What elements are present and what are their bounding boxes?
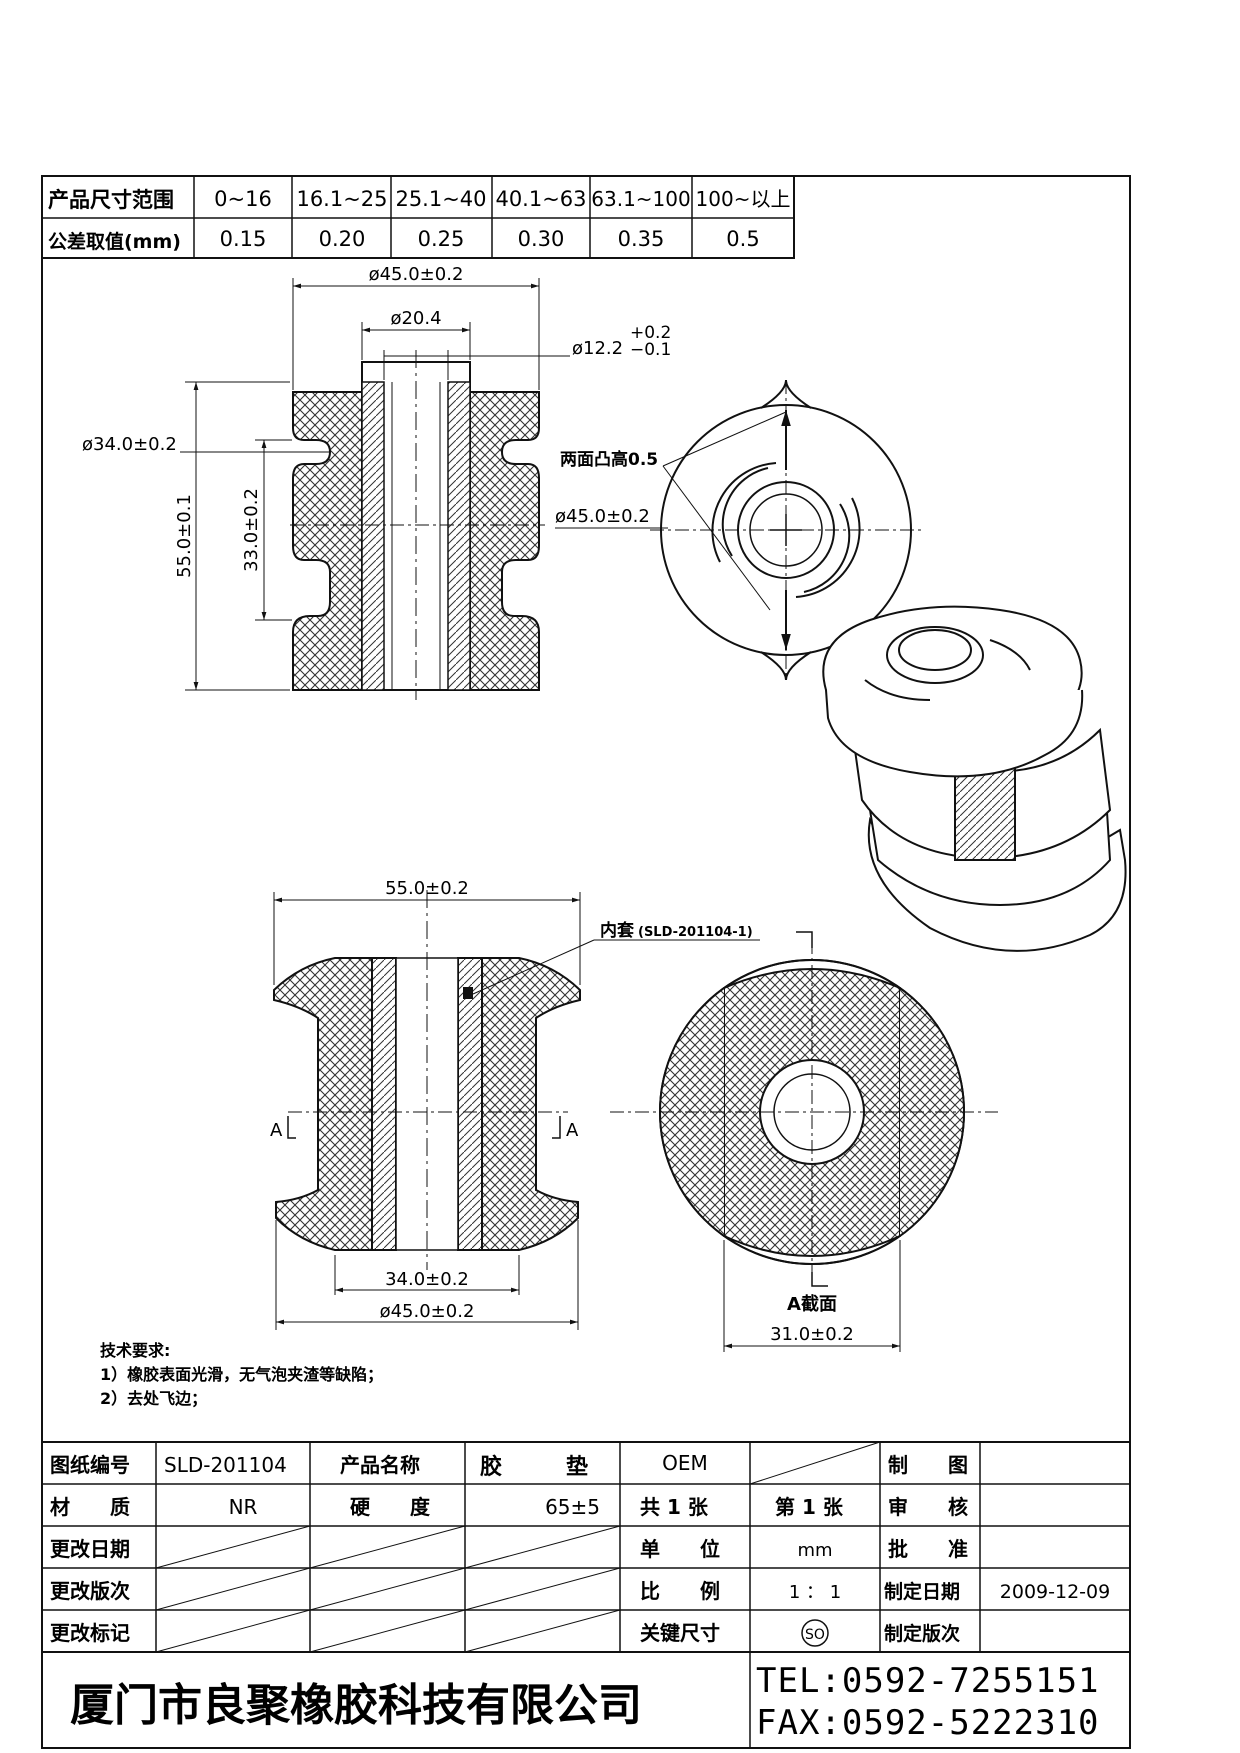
section-dim-groove: 34.0±0.2 [385,1269,469,1290]
end-note-boss: 两面凸高0.5 [560,449,658,470]
key-dim-symbol-circle [801,1619,829,1647]
section-inner-sleeve-code: (SLD-201104-1) [638,925,753,940]
section-dim-outer: ø45.0±0.2 [380,1301,475,1322]
tb-material: NR [229,1495,258,1519]
a-section-title: A截面 [787,1293,837,1315]
tb-unit-label: 单 位 [640,1537,720,1561]
tolerance-range-0: 0~16 [214,187,272,211]
side-dim-outer: ø45.0±0.2 [369,264,464,285]
tb-issue-date: 2009-12-09 [1000,1581,1110,1603]
tb-total-sheets: 共 1 张 [640,1495,709,1519]
tb-key-dim-symbol: SO [805,1627,825,1643]
section-dim-length: 55.0±0.2 [385,878,469,899]
tb-unit: mm [797,1540,832,1561]
tolerance-range-3: 40.1~63 [495,187,586,211]
end-view: 两面凸高0.5 ø45.0±0.2 [555,379,925,681]
tb-approve-label: 批 准 [888,1537,968,1561]
tb-sheet-no: 第 1 张 [775,1495,844,1519]
tb-hardness: 65±5 [545,1495,600,1519]
tech-notes: 技术要求: 1）橡胶表面光滑，无气泡夹渣等缺陷； 2）去处飞边； [100,1341,383,1408]
isometric-view [822,605,1127,952]
side-dim-bore: ø12.2 [572,338,623,359]
tb-material-label: 材 质 [50,1495,130,1519]
tb-product-name-2: 垫 [566,1454,588,1480]
tb-oem: OEM [662,1451,708,1475]
tb-change-date-label: 更改日期 [50,1537,130,1561]
tb-made-by-label: 制 图 [888,1453,968,1477]
tb-key-dim-label: 关键尺寸 [640,1621,720,1645]
tb-company: 厦门市良聚橡胶科技有限公司 [70,1680,642,1731]
tb-drawing-no-label: 图纸编号 [50,1453,130,1477]
side-dim-height: 55.0±0.1 [174,494,195,578]
tb-drawing-no: SLD-201104 [164,1453,287,1477]
tolerance-value-4: 0.35 [618,227,665,251]
tb-review-label: 审 核 [888,1495,968,1519]
section-mark-right: A [566,1120,579,1141]
tech-notes-line2: 2）去处飞边； [100,1389,207,1408]
tolerance-row2-label: 公差取值(mm) [48,230,181,253]
tech-notes-heading: 技术要求: [100,1341,170,1360]
tolerance-range-4: 63.1~100 [591,187,690,211]
tolerance-row1-label: 产品尺寸范围 [48,188,174,212]
a-section-dim-width: 31.0±0.2 [770,1324,854,1345]
tolerance-range-2: 25.1~40 [395,187,486,211]
end-dim-outer: ø45.0±0.2 [555,506,650,527]
tb-scale-label: 比 例 [640,1579,720,1603]
side-dim-mid: 33.0±0.2 [241,488,262,572]
tolerance-table: 产品尺寸范围 公差取值(mm) 0~16 16.1~25 25.1~40 40.… [41,175,795,259]
tolerance-value-5: 0.5 [726,227,759,251]
side-dim-inner: ø20.4 [390,308,441,329]
tb-change-version-label: 更改版次 [50,1579,130,1603]
side-dim-bore-tol-lower: −0.1 [630,340,671,360]
tolerance-value-1: 0.20 [319,227,366,251]
tb-tel: TEL:0592-7255151 [756,1661,1100,1701]
section-mark-left: A [270,1120,283,1141]
section-label-inner-sleeve: 内套 [600,920,635,941]
a-section-view: A截面 31.0±0.2 [610,931,998,1352]
side-dim-groove: ø34.0±0.2 [82,434,177,455]
tb-issue-date-label: 制定日期 [884,1580,960,1603]
tb-product-name-1: 胶 [480,1454,502,1480]
side-dim-bore-tol-upper: +0.2 [630,323,671,343]
tech-notes-line1: 1）橡胶表面光滑，无气泡夹渣等缺陷； [100,1365,383,1384]
tb-change-mark-label: 更改标记 [50,1621,130,1645]
tb-product-name-label: 产品名称 [340,1453,420,1477]
tolerance-range-1: 16.1~25 [296,187,387,211]
side-view: ø45.0±0.2 ø20.4 ø12.2 +0.2 −0.1 ø34.0±0.… [82,264,671,700]
tb-scale: 1 ： 1 [789,1582,841,1603]
tolerance-value-0: 0.15 [220,227,267,251]
section-view: A A 55.0±0.2 内套 (SLD-201104-1) 34.0±0.2 … [270,878,760,1330]
tb-fax: FAX:0592-5222310 [756,1703,1100,1743]
tb-hardness-label: 硬 度 [350,1495,431,1519]
title-block: 图纸编号 SLD-201104 产品名称 胶 垫 OEM 制 图 材 质 NR … [42,1441,1130,1748]
tolerance-range-5: 100~以上 [696,187,791,211]
tolerance-value-3: 0.30 [518,227,565,251]
tb-issue-version-label: 制定版次 [884,1622,960,1645]
tolerance-value-2: 0.25 [418,227,465,251]
